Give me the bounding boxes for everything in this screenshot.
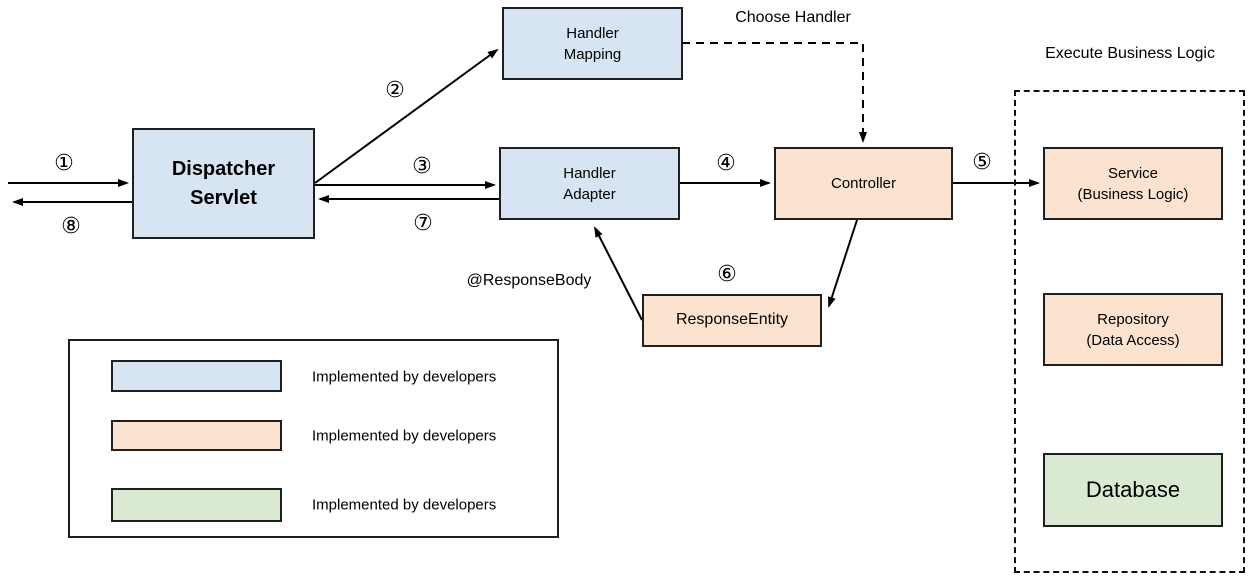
- response-body-annotation: @ResponseBody: [466, 272, 592, 289]
- step-5-badge: ⑤: [972, 149, 992, 174]
- business-logic-group-title: Execute Business Logic: [1045, 45, 1215, 62]
- step-7-badge: ⑦: [413, 210, 433, 235]
- database-node: Database: [1043, 453, 1223, 527]
- legend-swatch-blue: [111, 360, 282, 392]
- handler-mapping-label-line2: Mapping: [563, 45, 622, 63]
- arrow-step-2-to-handler-mapping: [314, 48, 499, 184]
- dashed-choose-handler-connector: [682, 42, 867, 143]
- repository-label-line1: Repository: [1097, 310, 1169, 328]
- arrow-controller-to-responseentity: [827, 219, 858, 308]
- handler-mapping-node: Handler Mapping: [502, 7, 683, 80]
- response-entity-node: ResponseEntity: [642, 294, 822, 347]
- legend-box: Implemented by developers Implemented by…: [68, 339, 559, 538]
- step-3-badge: ③: [412, 153, 432, 178]
- handler-adapter-label-line2: Adapter: [563, 185, 616, 203]
- dispatcher-servlet-node: Dispatcher Servlet: [132, 128, 315, 239]
- service-label-line2: (Business Logic): [1077, 185, 1189, 203]
- handler-adapter-node: Handler Adapter: [499, 147, 680, 220]
- legend-label-green: Implemented by developers: [312, 496, 497, 514]
- arrow-step-6-responseentity-to-adapter: [594, 226, 643, 321]
- legend-label-orange: Implemented by developers: [312, 427, 497, 445]
- choose-handler-label: Choose Handler: [735, 9, 851, 26]
- legend-swatch-orange: [111, 420, 282, 451]
- step-8-badge: ⑧: [61, 213, 81, 238]
- database-label: Database: [1085, 476, 1181, 502]
- business-logic-group: [1014, 90, 1245, 573]
- controller-label: Controller: [830, 175, 897, 192]
- response-entity-label: ResponseEntity: [675, 311, 789, 329]
- step-4-badge: ④: [716, 150, 736, 175]
- service-node: Service (Business Logic): [1043, 147, 1223, 220]
- step-6-badge: ⑥: [717, 261, 737, 286]
- handler-adapter-label-line1: Handler: [563, 164, 616, 182]
- dispatcher-servlet-label-line1: Dispatcher: [171, 157, 276, 180]
- legend-label-blue: Implemented by developers: [312, 368, 497, 386]
- repository-label-line2: (Data Access): [1086, 331, 1180, 349]
- legend-swatch-green: [111, 488, 282, 522]
- step-2-badge: ②: [385, 77, 405, 102]
- dispatcher-servlet-label-line2: Servlet: [190, 186, 257, 209]
- controller-node: Controller: [774, 147, 953, 220]
- handler-mapping-label-line1: Handler: [566, 24, 619, 42]
- service-label-line1: Service: [1107, 164, 1159, 182]
- step-1-badge: ①: [54, 150, 74, 175]
- repository-node: Repository (Data Access): [1043, 293, 1223, 366]
